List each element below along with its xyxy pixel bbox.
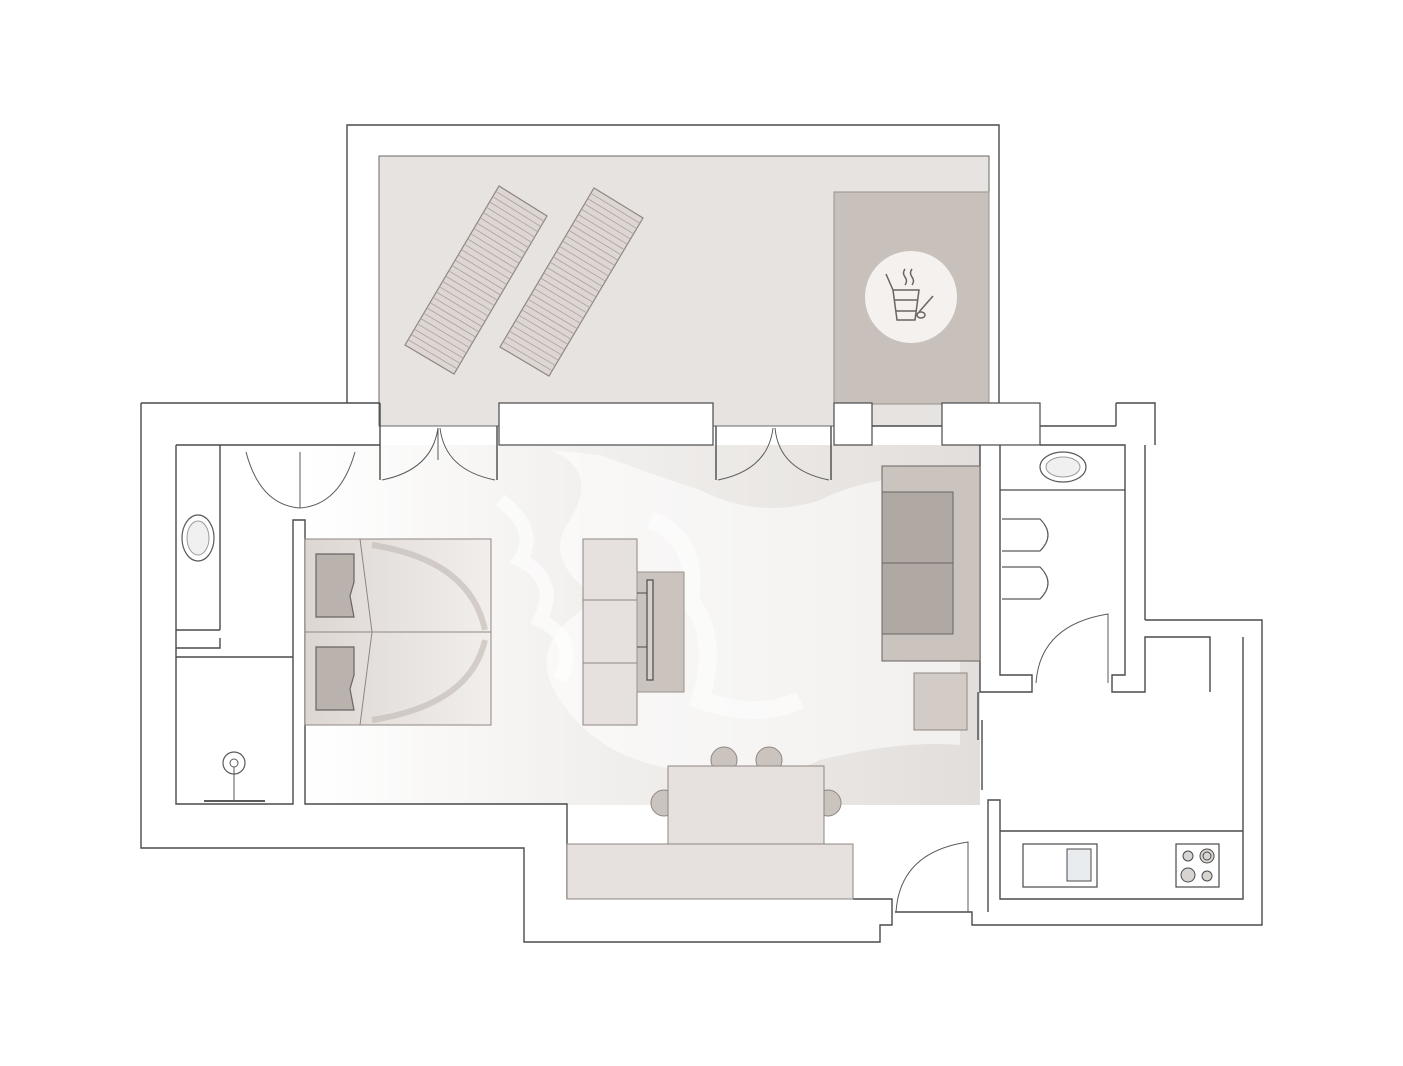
lounger-slat	[578, 214, 628, 245]
lounger-slat	[407, 339, 458, 370]
lounger-slat	[562, 240, 612, 272]
lounger-slat	[581, 208, 631, 240]
lounger-slat	[518, 314, 569, 345]
sauna-bucket-icon	[885, 268, 934, 321]
lounger-slat	[489, 201, 538, 233]
lounger-slat	[442, 281, 492, 312]
lounger-slat	[454, 259, 504, 291]
lounger-slat	[411, 334, 461, 364]
lounger-slat	[502, 341, 553, 372]
tv-sideboard	[582, 538, 685, 726]
lounger-slat	[464, 243, 514, 275]
sun-lounger-2	[499, 187, 644, 377]
lounger-slat	[524, 304, 575, 335]
lounger-slat	[534, 288, 584, 319]
lounger-slat	[568, 230, 619, 261]
lounger-slat	[483, 212, 532, 243]
lounger-slat	[492, 196, 542, 227]
lounger-slat	[439, 286, 489, 317]
lounger-slat	[527, 298, 578, 329]
lounger-slat	[540, 277, 590, 308]
lounger-slat	[461, 249, 511, 280]
lounger-slat	[506, 336, 556, 366]
sun-lounger-1	[404, 185, 548, 375]
side-table	[913, 672, 968, 731]
lounger-slat	[509, 330, 559, 361]
lounger-slat	[473, 228, 523, 259]
lounger-slat	[559, 245, 609, 277]
lounger-slat	[423, 312, 473, 343]
lounger-slat	[521, 309, 572, 340]
lounger-slat	[537, 283, 587, 314]
kitchen-counter-island	[566, 843, 854, 900]
lounger-slat	[543, 272, 594, 303]
kitchen	[1022, 843, 1220, 888]
lounger-slat	[467, 238, 517, 270]
lounger-slat	[479, 217, 529, 248]
lounger-slat	[571, 224, 622, 256]
lounger-slat	[414, 328, 464, 359]
sink	[1066, 848, 1092, 882]
double-bed	[304, 538, 492, 726]
dining-table	[566, 746, 854, 900]
lounger-slat	[458, 254, 507, 285]
lounger-slat	[420, 318, 470, 349]
sofa	[881, 465, 981, 731]
lounger-slat	[565, 235, 616, 266]
lounger-slat	[451, 265, 501, 296]
lounger-slat	[429, 302, 480, 333]
walls	[140, 124, 1263, 943]
lounger-slat	[486, 206, 535, 238]
lounger-slat	[512, 325, 562, 356]
lounger-slat	[495, 190, 545, 222]
lounger-slat	[546, 267, 597, 298]
bathroom-right	[1000, 451, 1125, 600]
lounger-slat	[448, 270, 498, 301]
terrace	[378, 155, 990, 427]
lounger-slat	[556, 251, 606, 282]
lounger-slat	[417, 323, 467, 354]
lounger-slat	[590, 192, 641, 224]
lounger-slat	[587, 198, 637, 229]
lounger-slat	[584, 203, 634, 235]
lounger-slat	[549, 261, 600, 293]
lounger-slat	[436, 291, 486, 322]
lounger-slat	[515, 320, 565, 351]
doors	[245, 427, 1109, 913]
bathroom-left	[181, 514, 265, 802]
cooktop	[1175, 843, 1220, 888]
lounger-slat	[470, 233, 520, 264]
lounger-slat	[574, 219, 625, 250]
lounger-slat	[531, 293, 581, 324]
lounger-slat	[445, 275, 495, 306]
lounger-slat	[432, 296, 483, 327]
lounger-slat	[426, 307, 476, 338]
lounger-slat	[476, 222, 526, 254]
lounger-slat	[553, 256, 603, 287]
